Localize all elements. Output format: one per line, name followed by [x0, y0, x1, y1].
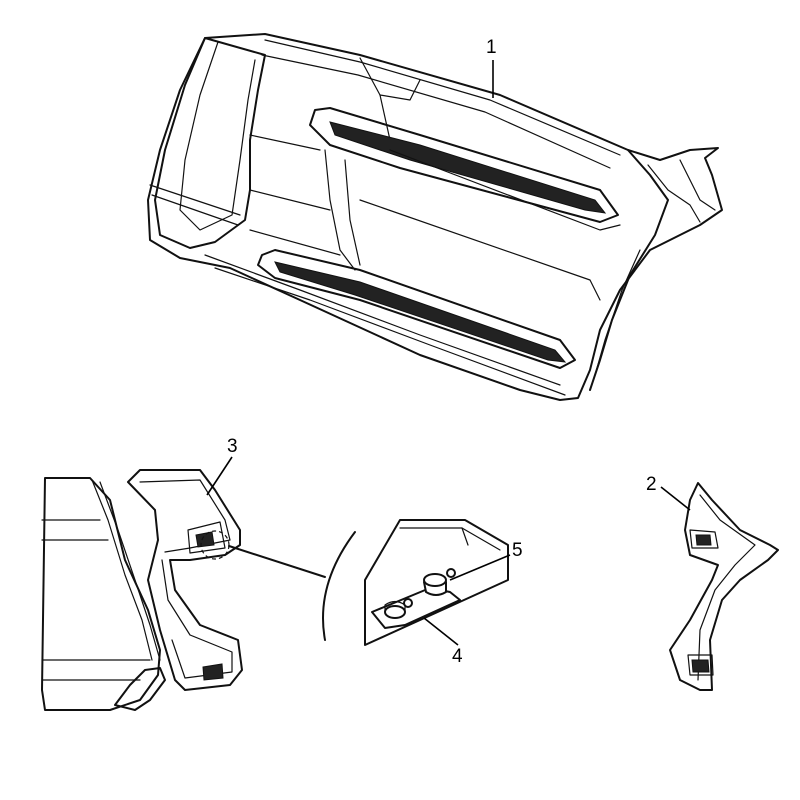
callout-3: 3	[206, 436, 238, 496]
detail-arc	[322, 531, 356, 641]
callout-1-label: 1	[486, 37, 497, 58]
part-3-bracket-assembly	[41, 469, 243, 711]
part-2-bracket	[669, 482, 779, 691]
callout-4-label: 4	[452, 646, 463, 667]
detail-view-fasteners	[364, 519, 509, 646]
callout-2: 2	[646, 474, 691, 511]
part-1-step-panel	[147, 33, 723, 401]
callout-2-label: 2	[646, 474, 657, 495]
callout-5-label: 5	[512, 540, 523, 561]
callout-4: 4	[423, 617, 463, 667]
callout-3-label: 3	[227, 436, 238, 457]
callout-1: 1	[486, 37, 497, 98]
detail-leader-line	[228, 545, 326, 578]
callout-5: 5	[449, 540, 523, 581]
